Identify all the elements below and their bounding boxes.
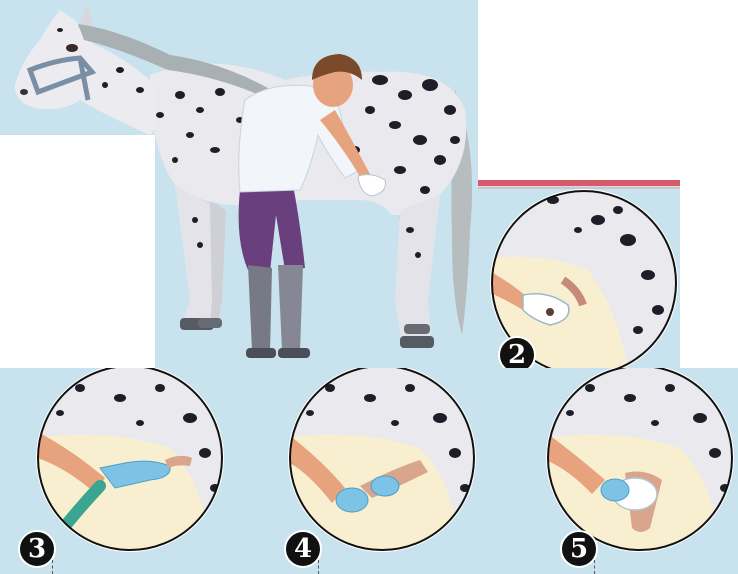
step-2-panel: 2 bbox=[478, 180, 680, 374]
step-5-tick bbox=[594, 560, 595, 574]
bottom-step-strip: 3 4 5 bbox=[0, 368, 738, 574]
main-illustration bbox=[0, 0, 478, 370]
step-5-badge: 5 bbox=[560, 530, 598, 568]
boot-left bbox=[248, 265, 272, 352]
groom-and-horse-scene bbox=[0, 0, 478, 370]
step-4-tick bbox=[318, 560, 319, 574]
steps-3-to-5-scenes bbox=[0, 368, 738, 574]
step-3-tick bbox=[52, 560, 53, 574]
step-4-badge: 4 bbox=[284, 530, 322, 568]
white-cutout bbox=[0, 135, 155, 370]
step-3-badge: 3 bbox=[18, 530, 56, 568]
boot-right bbox=[278, 265, 303, 352]
